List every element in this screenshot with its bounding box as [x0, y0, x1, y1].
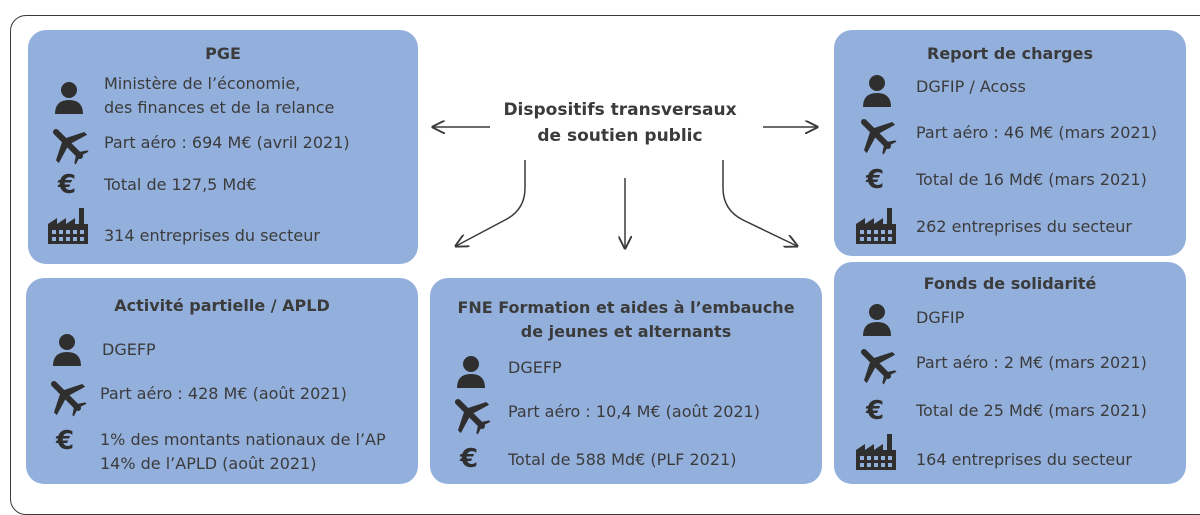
card-fne-formation: FNE Formation et aides à l’embauche de j…	[430, 278, 822, 484]
plane-icon	[44, 374, 88, 422]
companies-count: 164 entreprises du secteur	[916, 450, 1132, 469]
aero-share: Part aéro : 2 M€ (mars 2021)	[916, 353, 1147, 372]
aero-share: Part aéro : 46 M€ (mars 2021)	[916, 123, 1158, 142]
total-amount: Total de 127,5 Md€	[104, 175, 257, 194]
card-title: PGE	[205, 44, 241, 63]
aero-share: Part aéro : 428 M€ (août 2021)	[100, 384, 347, 403]
arrow-down-left	[456, 160, 526, 246]
org: DGFIP / Acoss	[916, 77, 1026, 96]
arrow-down-right	[722, 160, 797, 246]
euro-icon: €	[56, 426, 75, 456]
connector-arrows	[0, 0, 1200, 492]
total-line1: 1% des montants nationaux de l’AP	[100, 430, 386, 449]
plane-icon	[854, 342, 898, 390]
org: DGEFP	[508, 358, 562, 377]
person-icon	[50, 332, 84, 370]
aero-share: Part aéro : 10,4 M€ (août 2021)	[508, 402, 760, 421]
org-line1: Ministère de l’économie,	[104, 74, 301, 93]
card-title: Fonds de solidarité	[923, 274, 1097, 293]
total-amount: Total de 16 Md€ (mars 2021)	[916, 170, 1147, 189]
aero-share: Part aéro : 694 M€ (avril 2021)	[104, 133, 350, 152]
plane-icon	[448, 392, 492, 440]
org-line2: des finances et de la relance	[104, 98, 335, 117]
card-report-charges: Report de charges DGFIP / Acoss Part aér…	[834, 30, 1186, 256]
center-title-line2: de soutien public	[537, 126, 703, 146]
total-amount: Total de 588 Md€ (PLF 2021)	[508, 450, 737, 469]
companies-count: 262 entreprises du secteur	[916, 217, 1132, 236]
card-title-line2: de jeunes et alternants	[520, 322, 732, 341]
person-icon	[860, 302, 894, 340]
card-title: Report de charges	[927, 44, 1093, 63]
person-icon	[860, 73, 894, 111]
person-icon	[52, 80, 86, 118]
org: DGEFP	[102, 340, 156, 359]
card-title-line1: FNE Formation et aides à l’embauche	[457, 298, 795, 317]
center-title: Dispositifs transversaux de soutien publ…	[470, 97, 770, 149]
card-activite-partielle: Activité partielle / APLD DGEFP Part aér…	[26, 278, 418, 484]
factory-icon	[46, 206, 90, 248]
person-icon	[454, 354, 488, 392]
total-line2: 14% de l’APLD (août 2021)	[100, 454, 317, 473]
org: DGFIP	[916, 308, 965, 327]
factory-icon	[854, 206, 898, 248]
plane-icon	[46, 122, 90, 170]
center-title-line1: Dispositifs transversaux	[503, 100, 737, 120]
euro-icon: €	[460, 444, 479, 474]
euro-icon: €	[58, 170, 77, 200]
euro-icon: €	[866, 165, 885, 195]
total-amount: Total de 25 Md€ (mars 2021)	[916, 401, 1147, 420]
card-fonds-solidarite: Fonds de solidarité DGFIP Part aéro : 2 …	[834, 262, 1186, 484]
card-pge: PGE Ministère de l’économie, des finance…	[28, 30, 418, 264]
factory-icon	[854, 432, 898, 474]
plane-icon	[854, 112, 898, 160]
companies-count: 314 entreprises du secteur	[104, 226, 320, 245]
card-title: Activité partielle / APLD	[114, 296, 330, 315]
euro-icon: €	[866, 396, 885, 426]
